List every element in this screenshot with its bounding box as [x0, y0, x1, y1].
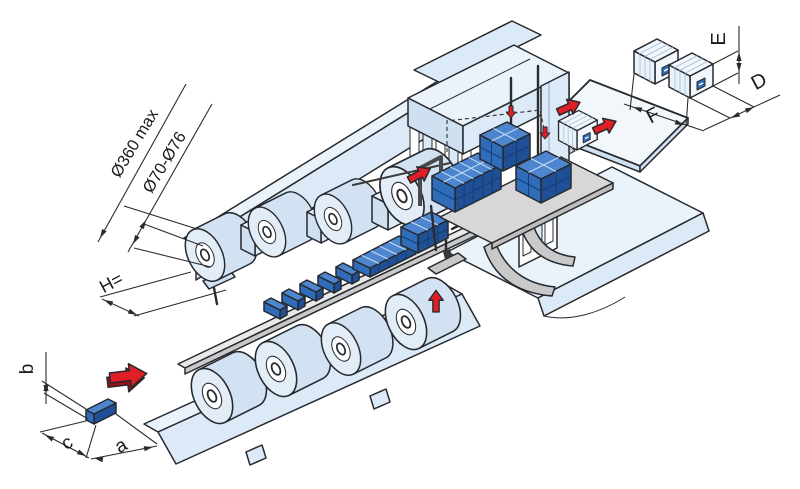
roll-conveyor — [143, 269, 481, 466]
product-dimensions: b c a — [17, 352, 158, 463]
bundle-right — [515, 150, 572, 204]
label-product-b: b — [17, 364, 38, 375]
label-product-c: c — [58, 432, 77, 455]
product-bundles — [431, 121, 572, 213]
bundle-dimensions: E D F — [623, 26, 781, 132]
flow-arrows — [106, 94, 620, 393]
bundle-mid — [479, 121, 531, 172]
label-roll-width: H= — [96, 268, 126, 297]
label-bundle-height: E — [708, 32, 730, 45]
label-bundle-depth: D — [748, 69, 771, 95]
infeed-arrow — [106, 362, 148, 393]
